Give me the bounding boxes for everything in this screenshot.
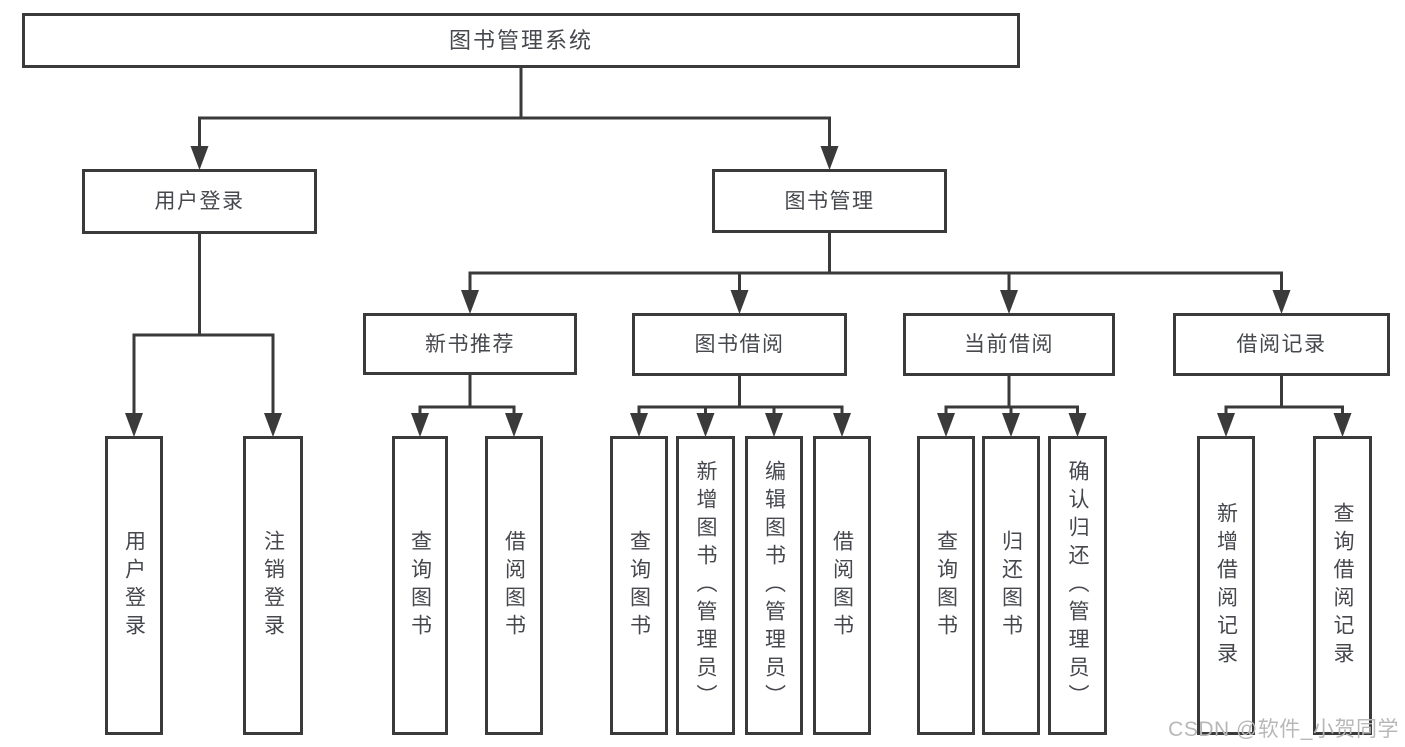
node-label-leaf-logout: 注销登录 [261,529,285,642]
arrowhead [820,146,839,170]
arrowhead [765,413,783,437]
node-leaf-confirm-return: 确认归还（管理员） [1048,436,1107,735]
node-leaf-query-book-2: 查询图书 [610,436,668,735]
node-label-book-borrow: 图书借阅 [694,333,785,356]
node-book-mgmt: 图书管理 [712,169,947,233]
node-label-leaf-query-book-1: 查询图书 [408,529,432,642]
arrowhead [1333,413,1352,437]
node-label-leaf-query-book-3: 查询图书 [934,529,958,642]
node-label-leaf-add-book: 新增图书（管理员） [694,459,717,712]
watermark-text: CSDN @软件_小贺同学 [1168,718,1399,741]
node-label-leaf-borrow-book-2: 借阅图书 [830,529,854,642]
node-label-leaf-add-record: 新增借阅记录 [1214,501,1238,670]
node-label-user-login: 用户登录 [154,190,245,213]
node-leaf-borrow-book-1: 借阅图书 [485,436,543,735]
arrowhead [264,413,282,437]
arrowhead [1002,413,1020,437]
node-leaf-add-book: 新增图书（管理员） [676,436,735,735]
arrowhead [937,413,955,437]
arrowhead [730,290,749,314]
node-leaf-query-record: 查询借阅记录 [1313,436,1372,735]
node-label-leaf-query-record: 查询借阅记录 [1331,501,1354,670]
arrowhead [696,413,715,437]
node-label-root: 图书管理系统 [448,27,593,53]
node-label-leaf-return-book: 归还图书 [999,529,1023,642]
node-leaf-add-record: 新增借阅记录 [1197,436,1255,735]
node-label-leaf-query-book-2: 查询图书 [627,529,651,642]
node-user-login: 用户登录 [82,169,317,234]
node-new-book-rec: 新书推荐 [363,313,577,375]
node-label-leaf-edit-book: 编辑图书（管理员） [762,459,786,712]
arrowhead [833,413,851,437]
arrowhead [1000,290,1018,314]
node-label-leaf-user-login: 用户登录 [122,529,146,642]
node-leaf-return-book: 归还图书 [982,436,1040,735]
node-leaf-user-login: 用户登录 [105,436,163,735]
node-borrow-record: 借阅记录 [1173,313,1390,376]
node-label-current-borrow: 当前借阅 [964,333,1054,356]
arrowhead [1217,413,1235,437]
node-leaf-query-book-3: 查询图书 [917,436,975,735]
node-book-borrow: 图书借阅 [632,313,847,376]
node-label-leaf-confirm-return: 确认归还（管理员） [1066,459,1089,712]
node-label-book-mgmt: 图书管理 [784,189,875,213]
node-leaf-edit-book: 编辑图书（管理员） [745,436,803,735]
node-root: 图书管理系统 [22,13,1020,68]
node-leaf-query-book-1: 查询图书 [392,436,448,735]
arrowhead [461,290,479,314]
node-label-borrow-record: 借阅记录 [1236,333,1327,356]
node-current-borrow: 当前借阅 [903,313,1115,376]
arrowhead [630,413,648,437]
arrowhead [505,413,523,437]
arrowhead [1272,290,1291,314]
arrowhead [125,413,143,437]
node-leaf-logout: 注销登录 [243,436,303,735]
node-label-new-book-rec: 新书推荐 [425,332,515,356]
arrowhead [411,413,429,437]
node-label-leaf-borrow-book-1: 借阅图书 [502,529,526,642]
arrowhead [1068,413,1087,437]
node-leaf-borrow-book-2: 借阅图书 [813,436,871,735]
arrowhead [190,146,209,170]
